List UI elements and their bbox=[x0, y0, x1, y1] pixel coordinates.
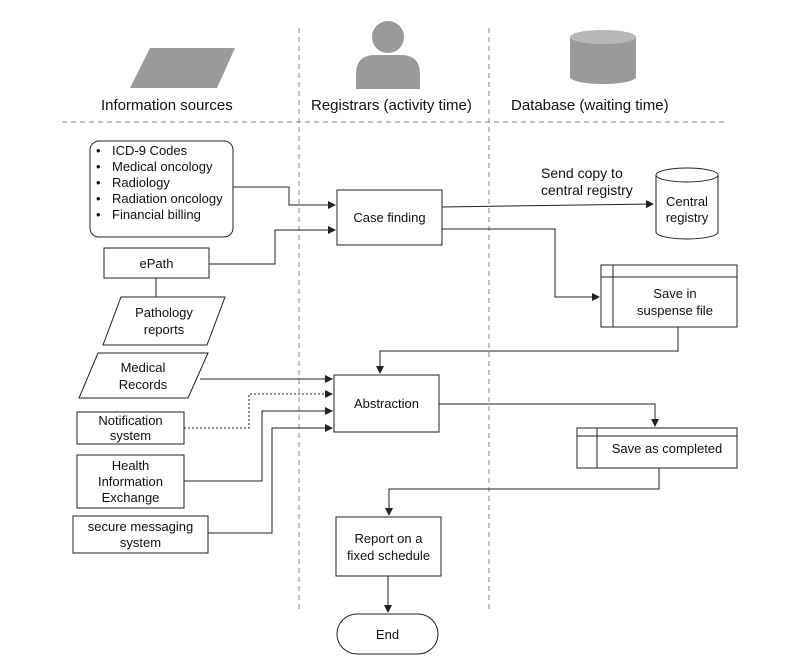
completed-to-report-arrow bbox=[385, 468, 660, 516]
column-header-registrars: Registrars (activity time) bbox=[311, 97, 472, 114]
central-registry-label: Central registry bbox=[665, 194, 709, 225]
column-header-sources: Information sources bbox=[101, 97, 233, 114]
end-label: End bbox=[375, 626, 400, 642]
notification-system-label: Notification system bbox=[98, 413, 163, 443]
suspense-file-label: Save in suspense file bbox=[637, 286, 713, 318]
hie-to-abstraction-arrow bbox=[184, 407, 333, 482]
list-item: Radiation oncology bbox=[92, 191, 237, 207]
suspense-file-store bbox=[600, 264, 738, 328]
column-header-database: Database (waiting time) bbox=[511, 97, 669, 114]
parallelogram-icon bbox=[130, 48, 235, 88]
medical-records-shape bbox=[78, 352, 209, 399]
pathology-reports-shape bbox=[102, 296, 226, 346]
list-item: Financial billing bbox=[92, 207, 237, 223]
epath-to-case-finding-arrow bbox=[209, 226, 336, 265]
epath-box bbox=[103, 247, 210, 279]
notification-to-abstraction-arrow bbox=[184, 390, 333, 429]
list-item: ICD-9 Codes bbox=[92, 143, 237, 159]
end-terminal bbox=[336, 613, 439, 655]
list-item: Radiology bbox=[92, 175, 237, 191]
completed-store bbox=[576, 427, 738, 469]
secure-messaging-label: secure messaging system bbox=[87, 518, 194, 550]
secure-messaging-box bbox=[72, 515, 209, 554]
case-finding-to-suspense-arrow bbox=[442, 228, 600, 301]
central-registry-cylinder bbox=[655, 167, 719, 240]
report-label: Report on a fixed schedule bbox=[346, 530, 431, 563]
epath-label: ePath bbox=[139, 255, 174, 271]
suspense-to-abstraction-arrow bbox=[376, 327, 679, 374]
medical-records-label: Medical Records bbox=[118, 359, 168, 392]
database-cylinder-icon bbox=[570, 30, 636, 84]
completed-label: Save as completed bbox=[611, 440, 723, 456]
pathology-reports-label: Pathology reports bbox=[135, 305, 193, 337]
case-finding-label: Case finding bbox=[353, 210, 426, 225]
case-finding-to-central-registry-arrow bbox=[441, 200, 654, 209]
report-box bbox=[335, 516, 442, 577]
send-copy-annotation: Send copy to central registry bbox=[541, 165, 633, 198]
hie-box bbox=[76, 454, 185, 509]
abstraction-to-completed-arrow bbox=[439, 403, 659, 427]
list-item: Medical oncology bbox=[92, 159, 237, 175]
hie-label: Health Information Exchange bbox=[97, 457, 164, 505]
notification-system-box bbox=[76, 411, 185, 445]
source-list: ICD-9 Codes Medical oncology Radiology R… bbox=[92, 143, 237, 223]
abstraction-label: Abstraction bbox=[353, 396, 420, 411]
case-finding-box bbox=[336, 189, 443, 246]
secure-messaging-to-abstraction-arrow bbox=[208, 424, 333, 534]
person-icon bbox=[356, 21, 420, 89]
sources-to-case-finding-arrow bbox=[233, 186, 336, 209]
